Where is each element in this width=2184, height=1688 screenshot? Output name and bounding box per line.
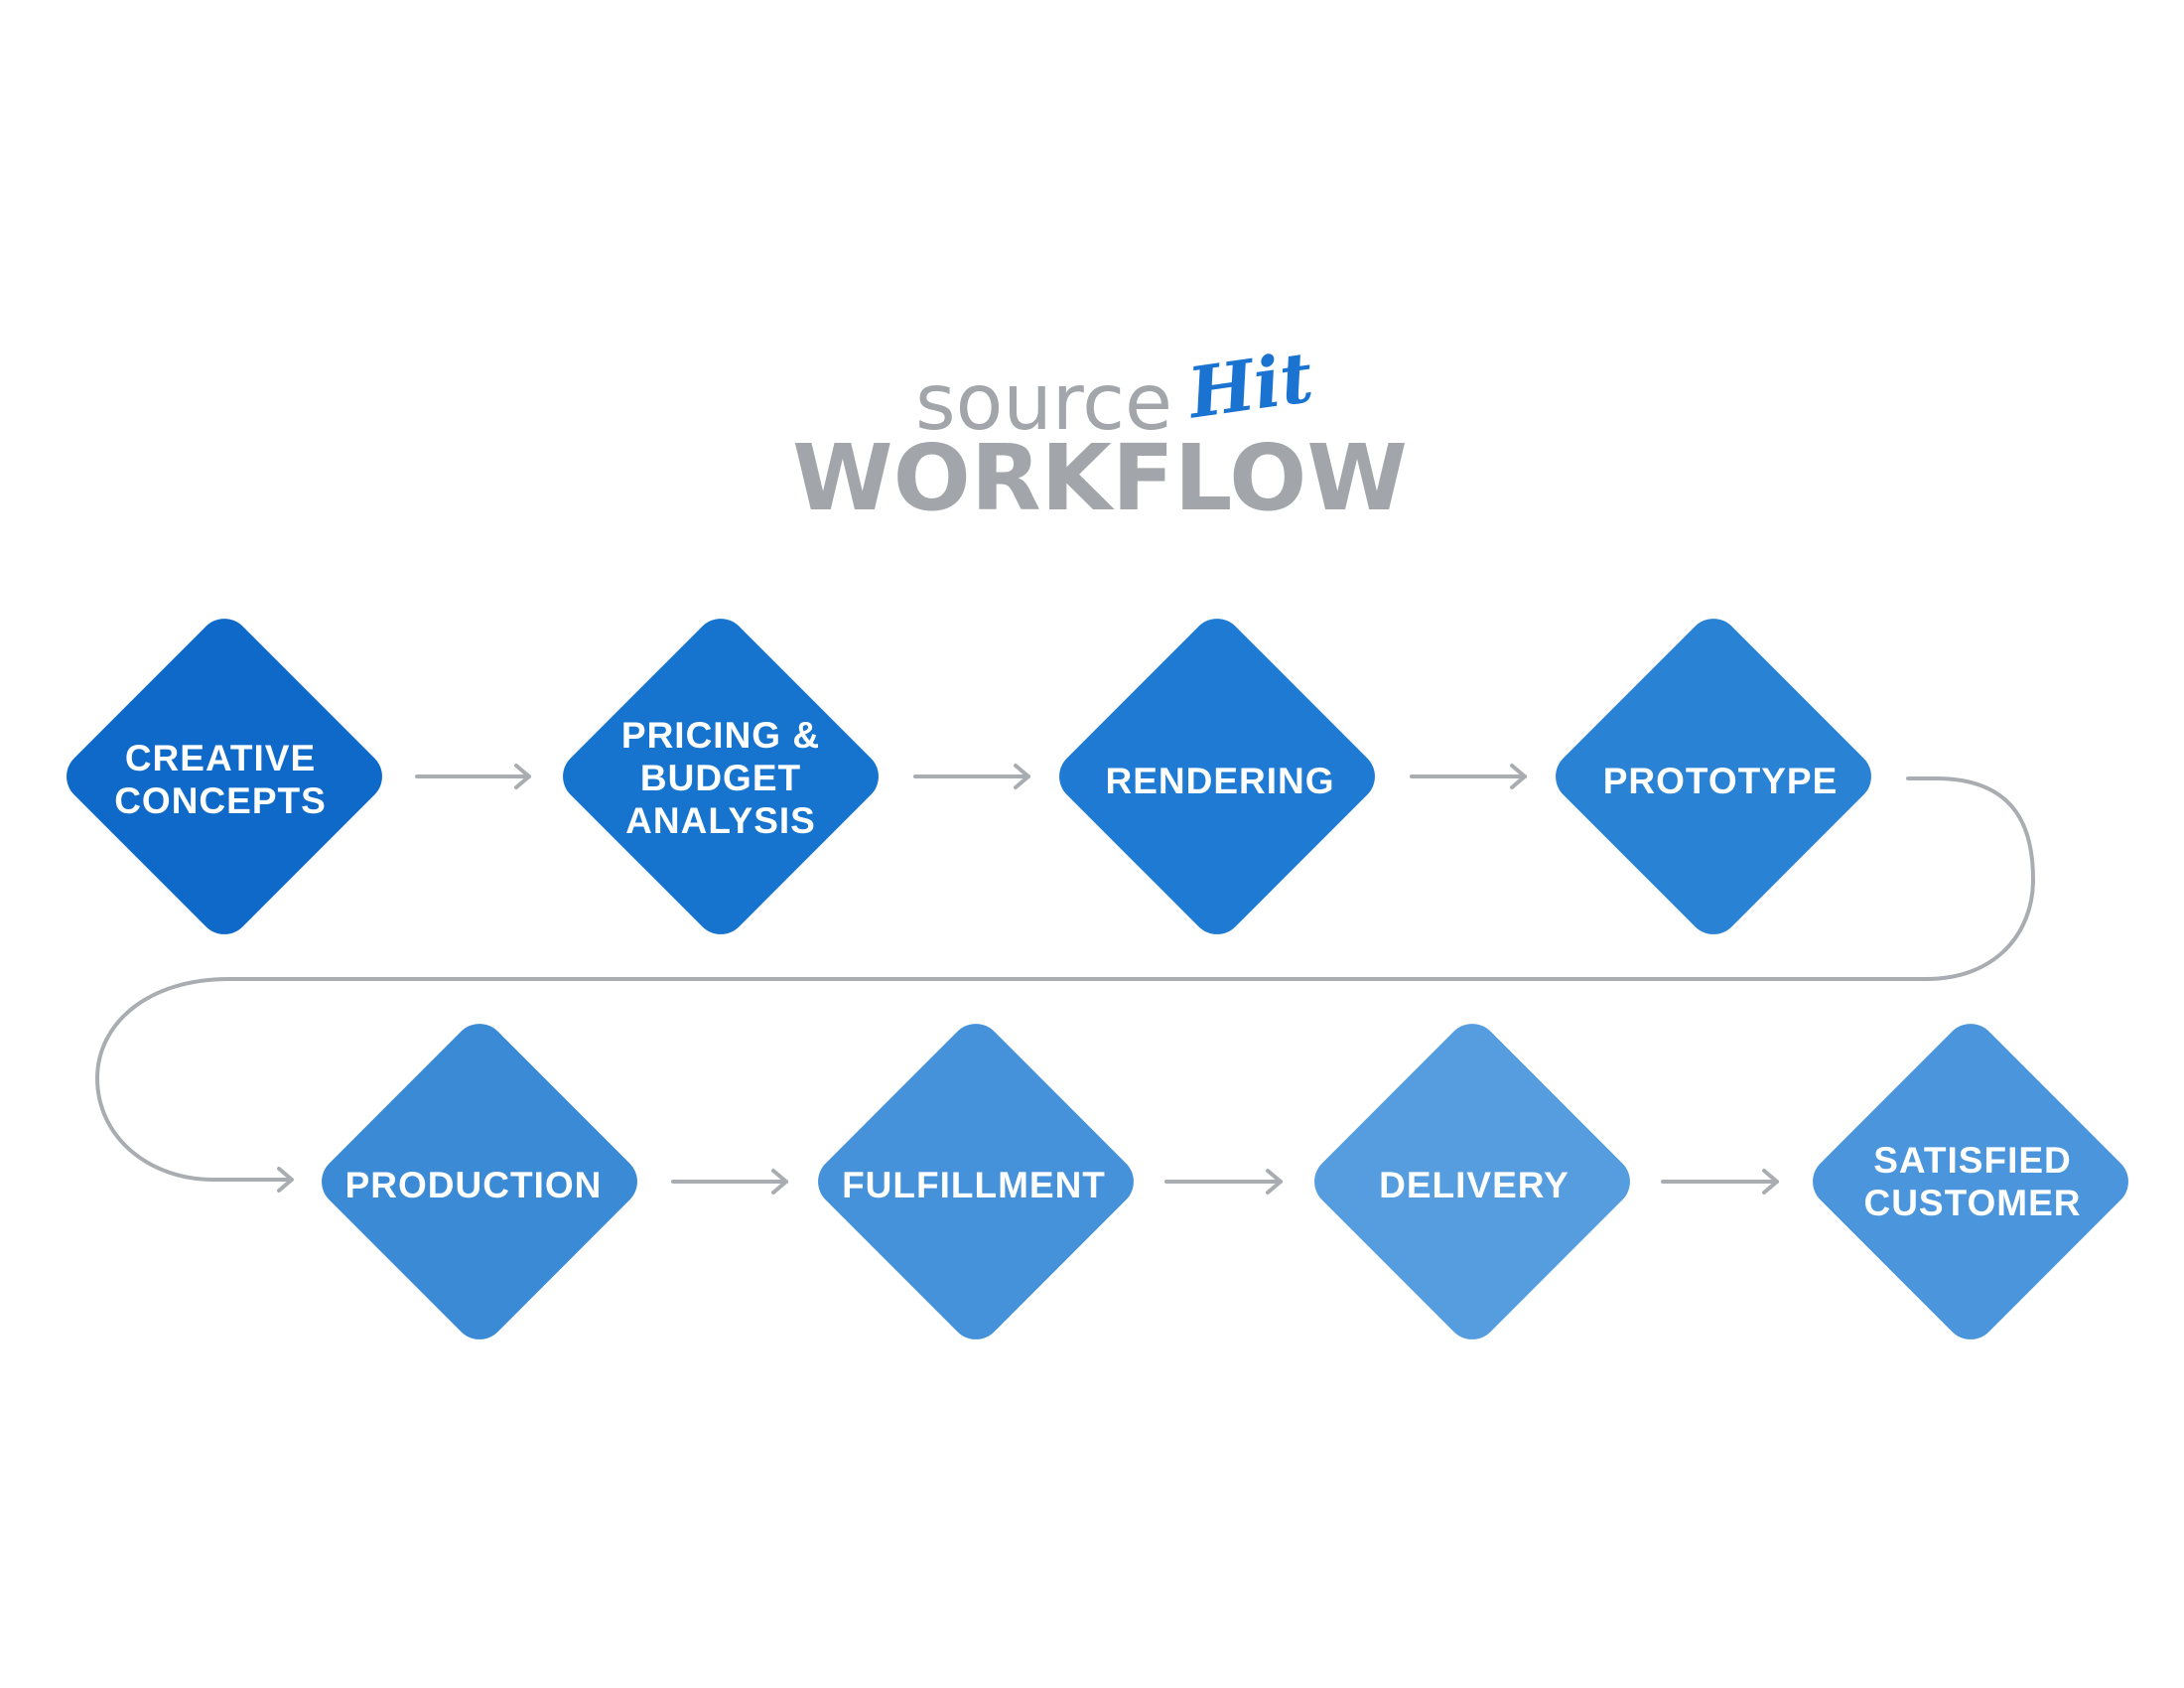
arrowhead-3-4 — [1510, 764, 1527, 789]
step-diamond — [1314, 1024, 1630, 1339]
step-label-line: CREATIVE — [125, 738, 316, 778]
step-diamond — [322, 1024, 637, 1339]
step-pricing-budget-analysis: PRICING & BUDGET ANALYSIS — [563, 619, 879, 934]
step-creative-concepts: CREATIVE CONCEPTS — [67, 619, 382, 934]
step-diamond — [1556, 619, 1871, 934]
step-label-line: SATISFIED — [1873, 1140, 2072, 1181]
step-diamond — [818, 1024, 1134, 1339]
step-satisfied-customer: SATISFIED CUSTOMER — [1813, 1024, 2128, 1339]
logo-hit-text: Hit — [1181, 336, 1317, 435]
step-label-line: BUDGET — [640, 758, 801, 798]
step-label-line: PRICING & — [621, 715, 820, 756]
arrowhead-2-3 — [1014, 764, 1030, 789]
step-label-line: ANALYSIS — [625, 800, 816, 841]
arrowhead-4-5 — [277, 1167, 294, 1193]
step-diamond — [563, 619, 879, 934]
connector-4-5 — [94, 776, 2036, 1182]
step-diamond — [67, 619, 382, 934]
logo-workflow-text: WORKFLOW — [792, 425, 1408, 531]
step-fulfillment: FULFILLMENT — [818, 1024, 1134, 1339]
step-label-line: DELIVERY — [1379, 1165, 1570, 1205]
step-label-line: PROTOTYPE — [1603, 761, 1839, 801]
logo-source-text: source — [915, 358, 1172, 448]
arrowhead-6-7 — [1266, 1169, 1283, 1195]
step-label-line: PRODUCTION — [345, 1165, 603, 1205]
step-diamond — [1813, 1024, 2128, 1339]
step-rendering: RENDERING — [1059, 619, 1375, 934]
connectors — [94, 764, 2036, 1195]
step-diamond — [1059, 619, 1375, 934]
step-prototype: PROTOTYPE — [1556, 619, 1871, 934]
arrowhead-1-2 — [514, 764, 531, 789]
step-label-line: FULFILLMENT — [842, 1165, 1106, 1205]
arrowhead-5-6 — [771, 1169, 788, 1195]
step-production: PRODUCTION — [322, 1024, 637, 1339]
arrowhead-7-8 — [1762, 1169, 1779, 1195]
logo: source Hit WORKFLOW — [792, 336, 1408, 531]
step-label-line: CUSTOMER — [1863, 1183, 2081, 1223]
step-delivery: DELIVERY — [1314, 1024, 1630, 1339]
step-label-line: RENDERING — [1105, 761, 1334, 801]
step-label-line: CONCEPTS — [114, 780, 327, 821]
